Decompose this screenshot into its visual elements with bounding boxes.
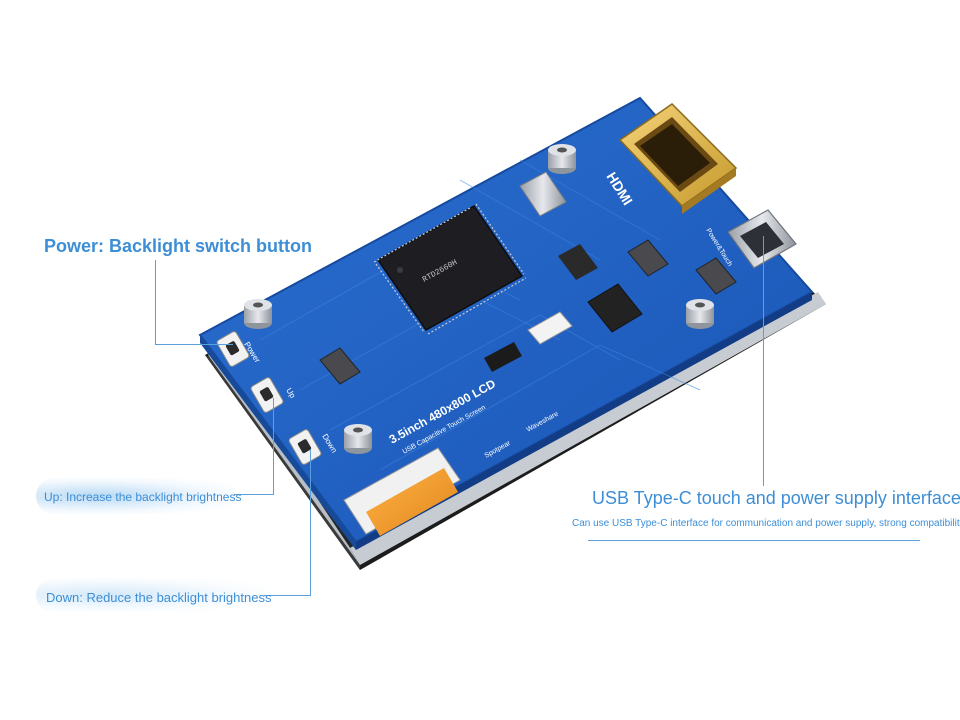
leader-down-vertical [310,450,311,596]
crystal [519,171,567,217]
up-button [250,377,284,413]
inductor [319,347,361,385]
leader-power-horizontal [155,344,233,345]
main-controller-chip [373,203,527,335]
leader-up-horizontal [234,494,274,495]
callout-power-title: Power: Backlight switch button [44,236,313,256]
regulator-chip [558,244,598,280]
inductor [695,257,737,295]
leader-usbc-underline [588,540,920,541]
fpc-connector [527,311,573,345]
hdmi-connector [618,103,738,214]
leader-down-horizontal [264,595,311,596]
callout-highlight-up [36,478,236,514]
down-button [288,429,322,465]
callout-up-title: Up: Increase the backlight brightness [44,490,242,504]
callout-highlight-down [36,578,266,612]
inductor [627,239,669,277]
standoff-screws [244,144,714,454]
lcd-panel-side [205,355,360,570]
secondary-chip [587,283,643,333]
callout-usbc-subtitle: Can use USB Type-C interface for communi… [572,518,960,529]
flex-cable [343,447,461,536]
usb-c-connector [727,209,797,269]
leader-up-vertical [273,398,274,495]
leader-usbc-vertical [763,236,764,486]
callout-usbc-title: USB Type-C touch and power supply interf… [592,488,960,508]
tactile-buttons [216,331,322,465]
leader-power-vertical [155,260,156,344]
callout-down-title: Down: Reduce the backlight brightness [46,590,272,605]
